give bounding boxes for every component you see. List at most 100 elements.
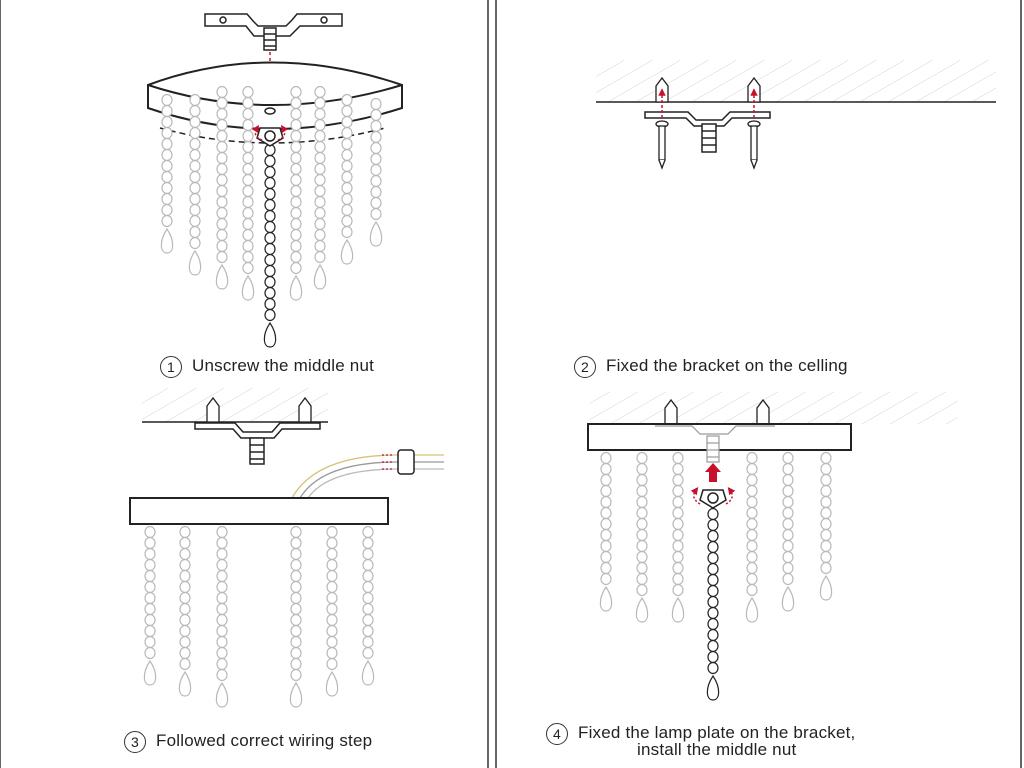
bead [707,606,719,620]
bead [746,583,758,597]
bead [290,657,302,671]
bead [636,506,648,520]
bead [216,162,228,176]
bead [216,536,228,550]
bead [216,96,228,110]
bead [820,473,832,487]
screw [655,120,761,170]
bead [672,484,684,498]
bead [144,569,156,583]
step-number: 1 [160,356,182,378]
bead [672,528,684,542]
bead [161,159,173,173]
bead [746,528,758,542]
bead [820,517,832,531]
bead [370,130,382,144]
crystal-strands [599,451,833,623]
bead [636,528,648,542]
bead [341,93,353,107]
bead [820,550,832,564]
bead [362,580,374,594]
bead [216,217,228,231]
bead [314,173,326,187]
step-text: Fixed the lamp plate on the bracket, [578,723,856,742]
bead [161,126,173,140]
bead [370,207,382,221]
bead [242,184,254,198]
bead [326,547,338,561]
bead [216,85,228,99]
bead [341,126,353,140]
bead [179,646,191,660]
bead [746,539,758,553]
center-chain [706,507,720,701]
wall-anchor [206,396,312,423]
bead [216,173,228,187]
bead [326,646,338,660]
ceiling [590,392,958,424]
crystal-drop [781,585,795,612]
bead [362,591,374,605]
crystal-drop [143,659,157,686]
step-text-line-2: install the middle nut [637,740,797,759]
bead [362,525,374,539]
crystal-drop [325,670,339,697]
bead [290,569,302,583]
bead [370,152,382,166]
bead [161,192,173,206]
bead [216,118,228,132]
bead [189,93,201,107]
bead [600,561,612,575]
bead [144,536,156,550]
bead [782,451,794,465]
bead [672,572,684,586]
bead [290,613,302,627]
bead [326,558,338,572]
crystal-drop [215,263,229,290]
bead [161,170,173,184]
bead [314,195,326,209]
bead [290,536,302,550]
bead [216,239,228,253]
bead [179,558,191,572]
bead [341,214,353,228]
bead [242,129,254,143]
bead [636,539,648,553]
bead [672,451,684,465]
bead [326,635,338,649]
bead [707,540,719,554]
bead [707,518,719,532]
bead [707,562,719,576]
bead [672,550,684,564]
bead [314,250,326,264]
bead [820,506,832,520]
bead [179,580,191,594]
bead [820,495,832,509]
bead [314,107,326,121]
bead [216,569,228,583]
crystal-drop [289,681,303,708]
bead [264,231,276,245]
bead [216,525,228,539]
bead [820,561,832,575]
bead [290,184,302,198]
bead [314,162,326,176]
bead [144,547,156,561]
step-2-caption: 2 Fixed the bracket on the celling [574,356,848,378]
bead [636,550,648,564]
bead [264,165,276,179]
bead [161,148,173,162]
bead [600,473,612,487]
bead [636,583,648,597]
bead [179,547,191,561]
bead [144,580,156,594]
bead [189,159,201,173]
crystal-drop [361,659,375,686]
bead [600,495,612,509]
bead [161,181,173,195]
bead [746,572,758,586]
crystal-drop [819,574,833,601]
bead [242,96,254,110]
bead [161,214,173,228]
bead [370,196,382,210]
